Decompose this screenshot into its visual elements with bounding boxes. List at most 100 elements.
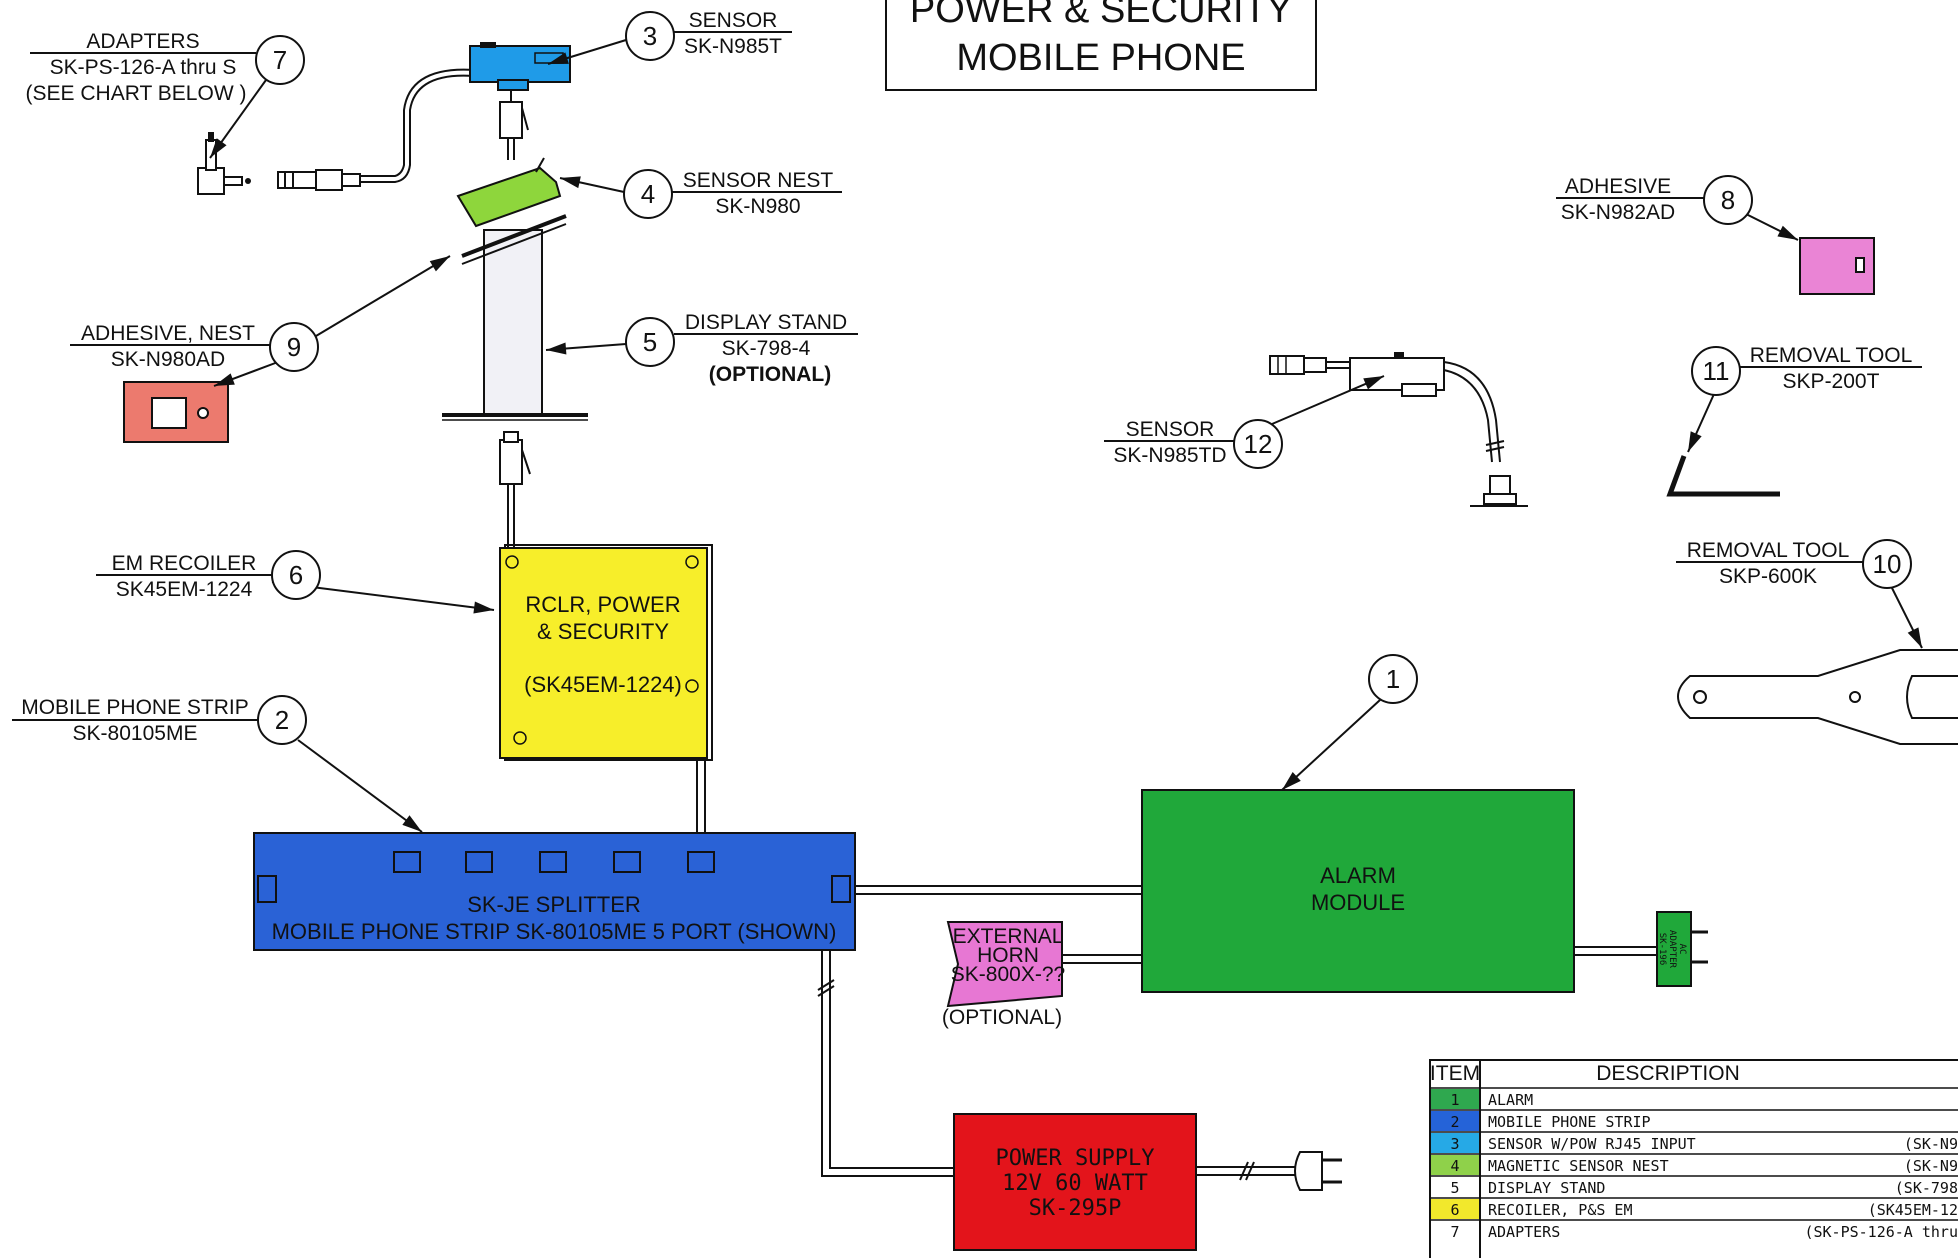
table-cell-part: (SK-N9 [1904,1135,1958,1153]
table-cell-description: ADAPTERS [1488,1223,1560,1241]
adapter-plug-icon [197,132,251,195]
recoiler-line2: & SECURITY [537,619,669,644]
alarm-line1: ALARM [1320,863,1396,888]
splitter-strip: SK-JE SPLITTER MOBILE PHONE STRIP SK-801… [253,832,856,951]
table-cell-description: ALARM [1488,1091,1533,1109]
table-row-swatch [1431,1221,1479,1241]
power-plug-icon [1294,1151,1342,1191]
power-supply: POWER SUPPLY 12V 60 WATT SK-295P [953,1113,1197,1251]
callout-7-part: SK-PS-126-A thru S [50,56,237,79]
callout-7-name: ADAPTERS [86,30,199,53]
callout-9-number: 9 [287,332,301,362]
removal-tool-wrench-icon [1677,649,1958,745]
leader-arrowhead [429,256,450,272]
table-cell-part: (SK-798 [1895,1179,1958,1197]
ac-adapter-line3: SK-196 [1657,933,1667,966]
cables [507,485,1657,1181]
callout-9: 9 ADHESIVE, NEST SK-N980AD [70,322,319,372]
callout-11-part: SKP-200T [1783,370,1880,393]
title-box [885,0,1317,91]
table-cell-description: DISPLAY STAND [1488,1179,1605,1197]
recoiler-line3: (SK45EM-1224) [524,672,682,697]
leader-arrowhead [546,342,567,355]
rj45-connector [499,431,531,485]
callout-4: 4 SENSOR NEST SK-N980 [623,169,842,219]
callout-12-number: 12 [1244,429,1273,459]
callout-12-name: SENSOR [1126,418,1215,441]
table-row-swatch [1431,1155,1479,1175]
table-header-item: ITEM [1430,1062,1480,1085]
title-line2: MOBILE PHONE [956,37,1245,79]
callout-5-number: 5 [643,327,657,357]
table-cell-part: (SK45EM-12 [1868,1201,1958,1219]
callout-4-name: SENSOR NEST [683,169,834,192]
callout-3: 3 SENSOR SK-N985T [625,9,792,61]
callout-9-part: SK-N980AD [111,348,225,371]
leader-lines [209,39,1923,833]
leader-arrowhead [560,176,581,189]
splitter-line1: SK-JE SPLITTER [467,892,641,917]
callout-7-note: (SEE CHART BELOW ) [26,82,247,105]
leader-arrowhead [214,373,235,386]
alarm-module: ALARM MODULE [1141,789,1575,993]
callout-3-name: SENSOR [689,9,778,32]
table-row-swatch [1431,1199,1479,1219]
callout-2-number: 2 [275,705,289,735]
power-supply-line2: 12V 60 WATT [1002,1171,1148,1196]
callout-3-part: SK-N985T [684,35,782,58]
removal-tool-l-icon [1666,455,1780,497]
callout-11-name: REMOVAL TOOL [1750,344,1913,367]
callout-7-number: 7 [273,45,287,75]
callout-12: 12 SENSOR SK-N985TD [1104,418,1283,469]
callout-4-number: 4 [641,179,655,209]
table-cell-item: 2 [1450,1113,1459,1131]
table-cell-part: (SK-PS-126-A thru [1804,1223,1958,1241]
leader-arrowhead [548,52,569,64]
callout-8-part: SK-N982AD [1561,201,1675,224]
callout-6: 6 EM RECOILER SK45EM-1224 [96,550,321,601]
leader-arrowhead [473,601,494,614]
ac-adapter-line1: AC [1677,944,1687,955]
table-cell-part: (SK-N9 [1904,1157,1958,1175]
callout-8: 8 ADHESIVE SK-N982AD [1556,175,1753,225]
table-cell-item: 5 [1450,1179,1459,1197]
power-supply-line3: SK-295P [1029,1196,1122,1221]
horn-line2: HORN [977,944,1039,967]
callout-10-name: REMOVAL TOOL [1687,539,1850,562]
ac-adapter: AC ADAPTER SK-196 [1656,911,1708,987]
callout-2: 2 MOBILE PHONE STRIP SK-80105ME [12,695,307,745]
callout-8-name: ADHESIVE [1565,175,1671,198]
recoiler-line1: RCLR, POWER [525,592,680,617]
callout-10-number: 10 [1873,549,1902,579]
splitter-line2: MOBILE PHONE STRIP SK-80105ME 5 PORT (SH… [272,919,837,944]
callout-5: 5 DISPLAY STAND SK-798-4 (OPTIONAL) [625,311,858,386]
horn-line3: SK-800X-?? [951,963,1065,986]
leader-arrowhead [1282,772,1301,790]
title-line1: POWER & SECURITY [910,0,1292,31]
table-cell-item: 7 [1450,1223,1459,1241]
callout-6-part: SK45EM-1224 [116,578,253,601]
table-cell-item: 6 [1450,1201,1459,1219]
callout-1-number: 1 [1386,664,1400,694]
table-row-swatch [1431,1111,1479,1131]
leader-line [1271,375,1385,425]
recoiler-box: RCLR, POWER & SECURITY (SK45EM-1224) [499,544,713,761]
table-row-swatch [1431,1133,1479,1153]
callout-5-part: SK-798-4 [722,337,811,360]
display-stand [442,229,588,421]
leader-arrowhead [1363,376,1384,390]
table-row-swatch [1431,1089,1479,1109]
horn-optional-note: (OPTIONAL) [942,1006,1062,1029]
callout-10-part: SKP-600K [1719,565,1817,588]
horn-line1: EXTERNAL [953,925,1064,948]
table-row-swatch [1431,1177,1479,1197]
sensor-device [277,42,571,191]
callout-5-note: (OPTIONAL) [709,363,831,386]
callout-6-name: EM RECOILER [112,552,257,575]
leader-line [1281,699,1381,791]
callout-2-name: MOBILE PHONE STRIP [21,696,249,719]
table-cell-item: 1 [1450,1091,1459,1109]
leader-arrowhead [1777,225,1798,240]
callout-6-number: 6 [289,560,303,590]
